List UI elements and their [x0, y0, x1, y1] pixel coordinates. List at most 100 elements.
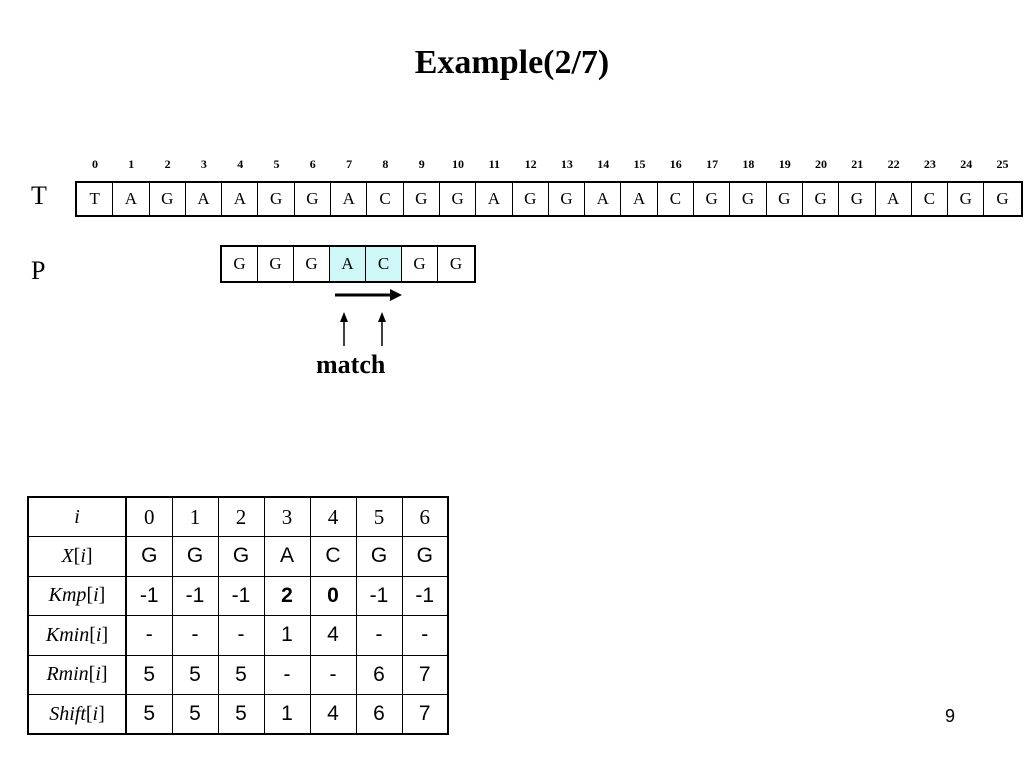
- text-cell: G: [404, 183, 440, 215]
- table-cell: 5: [217, 654, 265, 695]
- index-label: 13: [560, 157, 573, 171]
- text-cell: G: [440, 183, 477, 215]
- pattern-cell: G: [294, 247, 330, 281]
- match-arrow-left: [340, 312, 348, 346]
- index-label: 23: [923, 157, 936, 171]
- index-label: 17: [706, 157, 719, 171]
- text-cell: G: [150, 183, 186, 215]
- text-cell: G: [295, 183, 332, 215]
- pattern-cell: A: [330, 247, 366, 281]
- text-cell: G: [996, 189, 1009, 208]
- text-cell: A: [113, 183, 150, 215]
- shift-arrow: [335, 289, 402, 301]
- text-row-label: T: [31, 181, 47, 210]
- table-cell: -: [125, 615, 173, 656]
- table-cell: 5: [171, 654, 219, 695]
- index-label: 21: [851, 157, 864, 171]
- index-label: 14: [597, 157, 610, 171]
- index-label: 15: [633, 157, 646, 171]
- pattern-row-label: P: [31, 256, 46, 285]
- index-label: 11: [488, 157, 500, 171]
- index-label: 6: [309, 157, 316, 171]
- table-cell: 2: [263, 575, 311, 616]
- row-header-var: Kmp: [48, 584, 87, 607]
- table-cell: 0: [309, 575, 357, 616]
- index-label: 8: [382, 157, 389, 171]
- text-cell: G: [730, 183, 767, 215]
- table-cell: C: [309, 536, 357, 577]
- table-cell: A: [263, 536, 311, 577]
- index-label: 19: [778, 157, 791, 171]
- text-cell: C: [367, 183, 404, 215]
- row-header: Kmp[i]: [27, 575, 127, 616]
- text-cell: G: [258, 183, 295, 215]
- index-label: 7: [346, 157, 353, 171]
- text-cell: G: [948, 183, 985, 215]
- slide-title: Example(2/7): [414, 44, 610, 81]
- index-label: 16: [669, 157, 682, 171]
- table-cell: -1: [171, 575, 219, 616]
- index-label: 4: [237, 157, 244, 171]
- table-cell: -1: [401, 575, 449, 616]
- index-label: 20: [815, 157, 827, 171]
- text-cell: C: [912, 183, 949, 215]
- row-header-var: i: [74, 505, 80, 528]
- table-cell: 4: [309, 615, 357, 656]
- table-cell: 4: [309, 496, 357, 537]
- row-header-index: i: [80, 544, 86, 567]
- text-cell: G: [839, 183, 876, 215]
- table-cell: -: [263, 654, 311, 695]
- index-label: 18: [742, 157, 755, 171]
- table-cell: 2: [217, 496, 265, 537]
- match-label: match: [316, 350, 386, 379]
- text-cell: A: [621, 183, 658, 215]
- index-label: 2: [164, 157, 171, 171]
- table-cell: 6: [401, 496, 449, 537]
- index-label: 24: [960, 157, 973, 171]
- index-label: 0: [92, 157, 98, 171]
- index-label: 9: [418, 157, 425, 171]
- text-cell: A: [331, 183, 368, 215]
- row-header: X[i]: [27, 536, 127, 577]
- text-cell: C: [658, 183, 695, 215]
- table-cell: 5: [125, 694, 173, 735]
- table-cell: G: [355, 536, 403, 577]
- index-label: 5: [273, 157, 280, 171]
- table-cell: -1: [355, 575, 403, 616]
- table-cell: 6: [355, 694, 403, 735]
- table-cell: 5: [125, 654, 173, 695]
- row-header-index: i: [93, 584, 99, 607]
- table-cell: G: [125, 536, 173, 577]
- row-header: Kmin[i]: [27, 615, 127, 656]
- text-cell: G: [549, 183, 586, 215]
- table-cell: 7: [401, 694, 449, 735]
- row-header-var: X: [61, 544, 74, 567]
- text-cell: A: [585, 183, 622, 215]
- table-cell: G: [401, 536, 449, 577]
- index-label: 25: [996, 157, 1009, 171]
- row-header: i: [27, 496, 127, 537]
- pattern-cell: G: [222, 247, 258, 281]
- table-cell: 6: [355, 654, 403, 695]
- index-label: 12: [524, 157, 537, 171]
- text-cell: A: [186, 183, 223, 215]
- text-cell: G: [803, 183, 840, 215]
- index-label: 22: [887, 157, 900, 171]
- table-cell: -: [171, 615, 219, 656]
- table-cell: 3: [263, 496, 311, 537]
- pattern-cell: G: [402, 247, 438, 281]
- table-cell: G: [217, 536, 265, 577]
- text-cell: A: [476, 183, 513, 215]
- pattern-cell: G: [449, 254, 463, 273]
- row-header-var: Kmin: [45, 623, 90, 646]
- row-header-index: i: [92, 702, 99, 725]
- index-label: 10: [452, 157, 464, 171]
- table-cell: -: [355, 615, 403, 656]
- table-cell: 7: [401, 654, 449, 695]
